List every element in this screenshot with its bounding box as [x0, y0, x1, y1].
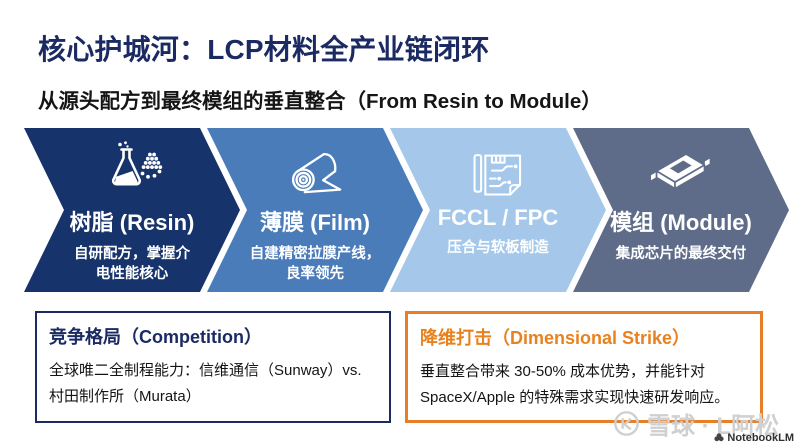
step-fccl: FCCL / FPC 压合与软板制造 — [390, 128, 606, 292]
notebooklm-credit: NotebookLM — [714, 432, 794, 444]
step-desc: 自研配方，掌握介 电性能核心 — [74, 246, 190, 282]
notebooklm-label: NotebookLM — [727, 432, 794, 444]
competition-title: 竞争格局（Competition） — [49, 327, 262, 347]
notebooklm-icon — [714, 433, 724, 442]
watermark: 雪球 · L阿松 — [613, 406, 779, 441]
step-label: 模组 (Module) — [610, 210, 752, 235]
step-label: FCCL / FPC — [437, 205, 559, 230]
page-subtitle: 从源头配方到最终模组的垂直整合（From Resin to Module） — [38, 90, 602, 113]
step-desc: 自建精密拉膜产线， 良率领先 — [249, 246, 381, 282]
process-flow: 树脂 (Resin) 自研配方，掌握介 电性能核心 薄膜 (Film) 自建精密… — [24, 128, 794, 292]
snowball-logo-icon — [614, 411, 639, 436]
step-desc: 集成芯片的最终交付 — [615, 246, 747, 262]
chip-module-icon — [646, 141, 716, 203]
watermark-text: 雪球 · L阿松 — [647, 413, 779, 440]
flex-circuit-icon — [468, 141, 528, 203]
page-title: 核心护城河：LCP材料全产业链闭环 — [38, 34, 490, 65]
flask-icon — [100, 141, 164, 203]
strike-body: 垂直整合带来 30-50% 成本优势，并能针对 SpaceX/Apple 的特殊… — [420, 363, 730, 406]
film-roll-icon — [284, 141, 346, 203]
step-label: 薄膜 (Film) — [260, 210, 370, 235]
step-module: 模组 (Module) 集成芯片的最终交付 — [573, 128, 789, 292]
strike-title: 降维打击（Dimensional Strike） — [420, 328, 691, 348]
step-resin: 树脂 (Resin) 自研配方，掌握介 电性能核心 — [24, 128, 240, 292]
competition-box: 竞争格局（Competition） 全球唯二全制程能力：信维通信（Sunway）… — [35, 311, 391, 423]
strike-box: 降维打击（Dimensional Strike） 垂直整合带来 30-50% 成… — [405, 311, 763, 423]
step-desc: 压合与软板制造 — [447, 240, 549, 256]
step-label: 树脂 (Resin) — [69, 210, 195, 235]
competition-body: 全球唯二全制程能力：信维通信（Sunway）vs. 村田制作所（Murata） — [49, 362, 362, 405]
